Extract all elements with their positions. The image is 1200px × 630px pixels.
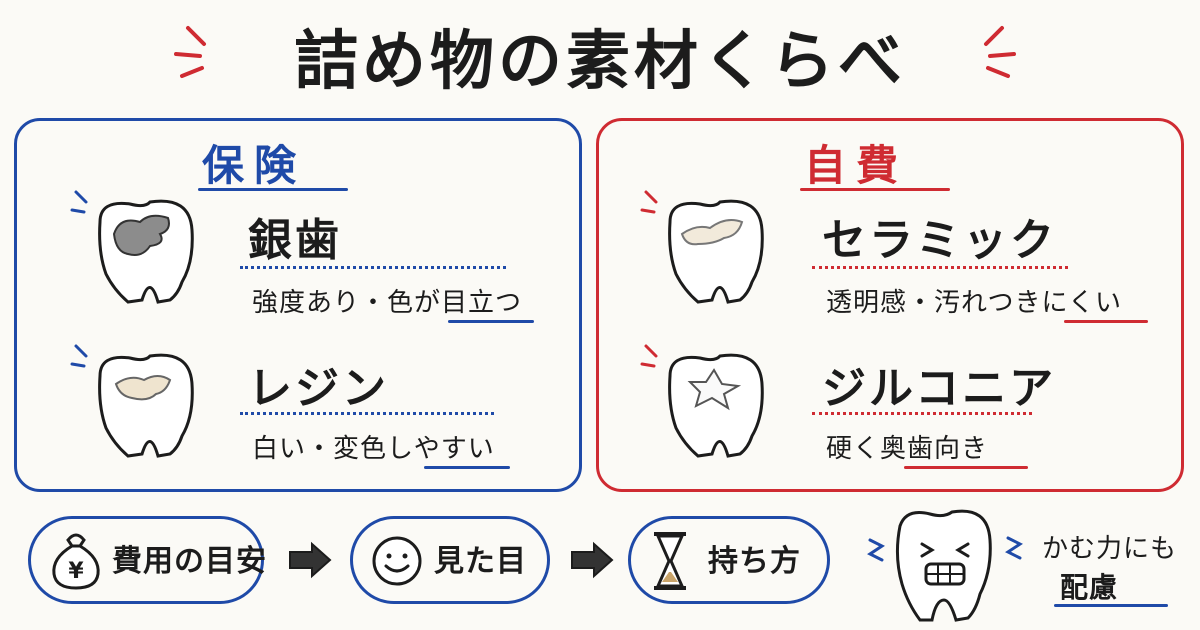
criteria-pill-cost xyxy=(28,516,264,604)
criteria-pill-durability xyxy=(628,516,830,604)
emphasis-marks-right-icon xyxy=(984,26,1016,78)
smiley-icon xyxy=(372,536,422,586)
money-bag-icon: ¥ xyxy=(52,533,100,590)
criteria-pill-appearance xyxy=(350,516,550,604)
self-pay-heading: 自費 xyxy=(804,141,909,190)
bite-note-line2: 配慮 xyxy=(1060,571,1119,604)
material-desc-ceramic: 透明感・汚れつきにくい xyxy=(826,288,1122,318)
tooth-resin-filling-icon xyxy=(70,344,194,458)
arrow-right-icon xyxy=(571,541,614,579)
material-desc-zirconia: 硬く奥歯向き xyxy=(826,434,989,464)
material-desc-resin: 白い・変色しやすい xyxy=(252,434,495,464)
emphasis-marks-left-icon xyxy=(174,26,206,78)
bite-note-line1: かむ力にも xyxy=(1042,534,1178,564)
desc-underline xyxy=(448,320,534,323)
tooth-ceramic-filling-icon xyxy=(640,190,764,304)
tooth-clenching-icon xyxy=(867,509,1023,622)
desc-underline xyxy=(424,466,510,469)
insurance-panel xyxy=(14,118,582,492)
bite-note-underline xyxy=(1054,604,1168,607)
divider-dotted xyxy=(812,412,1032,415)
self-pay-heading-underline xyxy=(800,188,950,191)
insurance-heading-underline xyxy=(198,188,348,191)
desc-underline xyxy=(1064,320,1148,323)
tooth-silver-filling-icon xyxy=(70,190,194,304)
criteria-label-cost: 費用の目安 xyxy=(112,544,267,579)
divider-dotted xyxy=(240,412,494,415)
hourglass-icon xyxy=(654,532,686,590)
arrow-right-icon xyxy=(289,541,332,579)
divider-dotted xyxy=(812,266,1068,269)
material-name-resin: レジン xyxy=(248,363,389,414)
insurance-heading: 保険 xyxy=(202,141,307,190)
self-pay-panel xyxy=(596,118,1184,492)
criteria-label-appearance: 見た目 xyxy=(434,544,527,579)
material-desc-silver: 強度あり・色が目立つ xyxy=(252,288,523,318)
material-name-ceramic: セラミック xyxy=(822,215,1057,266)
material-name-zirconia: ジルコニア xyxy=(822,363,1057,414)
divider-dotted xyxy=(240,266,506,269)
tooth-zirconia-filling-icon xyxy=(640,344,764,458)
material-name-silver: 銀歯 xyxy=(248,215,342,266)
criteria-label-durability: 持ち方 xyxy=(708,544,801,579)
page-title: 詰め物の素材くらべ xyxy=(294,25,906,99)
svg-text:¥: ¥ xyxy=(68,559,84,584)
desc-underline xyxy=(904,466,1028,469)
